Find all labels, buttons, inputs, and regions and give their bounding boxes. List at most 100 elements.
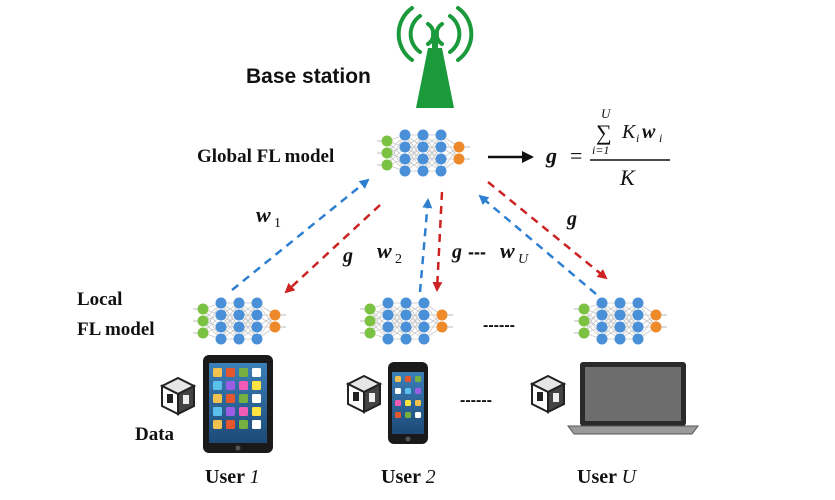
net-node xyxy=(453,141,465,153)
net-edge xyxy=(422,134,442,172)
app-icon xyxy=(395,388,401,394)
app-icon xyxy=(226,368,235,377)
net-node xyxy=(233,297,245,309)
app-icon xyxy=(415,412,421,418)
net-node xyxy=(418,297,430,309)
net-node xyxy=(596,309,608,321)
net-node xyxy=(364,303,376,315)
net-node xyxy=(382,309,394,321)
net-node xyxy=(596,333,608,345)
net-node xyxy=(632,297,644,309)
app-icon xyxy=(415,376,421,382)
net-node xyxy=(382,321,394,333)
formula-lhs: g xyxy=(545,143,557,168)
app-icon xyxy=(252,381,261,390)
net-edge xyxy=(405,302,425,340)
link-wu-sub: U xyxy=(518,252,529,267)
net-node xyxy=(399,165,411,177)
net-node xyxy=(614,321,626,333)
antenna-tower-icon xyxy=(416,36,454,108)
svg-text:User 1: User 1 xyxy=(205,466,260,488)
net-node xyxy=(382,297,394,309)
net-node xyxy=(417,141,429,153)
net-node xyxy=(215,297,227,309)
net-node xyxy=(215,333,227,345)
global-fl-model-network xyxy=(377,129,470,177)
app-icon xyxy=(239,381,248,390)
data-cube-icon xyxy=(529,374,567,414)
net-node xyxy=(453,153,465,165)
net-node xyxy=(382,333,394,345)
net-node xyxy=(251,297,263,309)
app-icon xyxy=(239,420,248,429)
download-arrow-user-1 xyxy=(284,204,381,294)
net-node xyxy=(614,333,626,345)
app-icon xyxy=(405,388,411,394)
app-icon xyxy=(213,381,222,390)
formula-sum-bottom: i=1 xyxy=(592,143,609,157)
app-icon xyxy=(415,400,421,406)
net-edge xyxy=(387,302,407,340)
formula-numerator-k-sub: i xyxy=(636,131,639,145)
download-arrow-user-2 xyxy=(432,191,444,292)
net-node xyxy=(400,309,412,321)
user-label-u-index: U xyxy=(622,466,638,488)
user-label-2: User 2 xyxy=(381,466,436,488)
app-icon xyxy=(213,368,222,377)
app-icon xyxy=(415,388,421,394)
app-icon xyxy=(226,420,235,429)
link-label-wu: w U xyxy=(500,238,529,267)
neural-network-models xyxy=(193,129,667,345)
app-icon xyxy=(213,407,222,416)
app-icon xyxy=(405,412,411,418)
upload-arrow-user-u xyxy=(478,194,597,295)
net-node xyxy=(381,159,393,171)
app-icon xyxy=(226,407,235,416)
formula-denominator: K xyxy=(619,165,636,190)
net-node xyxy=(632,321,644,333)
app-icon xyxy=(239,368,248,377)
net-edge xyxy=(238,302,258,340)
app-icon xyxy=(395,376,401,382)
link-wu-base: w xyxy=(500,238,515,263)
net-node xyxy=(381,147,393,159)
local-fl-model-network-user-1 xyxy=(193,297,286,345)
app-icon xyxy=(395,400,401,406)
link-label-w2: w 2 xyxy=(377,238,402,267)
net-node xyxy=(435,165,447,177)
net-edge xyxy=(220,302,240,340)
link-label-w1: w 1 xyxy=(256,202,281,231)
local-model-label-line2: FL model xyxy=(77,319,155,340)
user-label-1-index: 1 xyxy=(250,466,260,488)
link-w1-sub: 1 xyxy=(274,216,281,231)
link-w1-base: w xyxy=(256,202,271,227)
net-node xyxy=(233,333,245,345)
download-arrow-user-u xyxy=(487,181,608,280)
net-node xyxy=(578,315,590,327)
app-icon xyxy=(213,420,222,429)
net-node xyxy=(436,321,448,333)
net-node xyxy=(650,321,662,333)
net-node xyxy=(418,333,430,345)
app-icon xyxy=(252,368,261,377)
user-label-2-prefix: User xyxy=(381,466,426,488)
net-node xyxy=(435,141,447,153)
net-node xyxy=(364,327,376,339)
data-cube-icon xyxy=(345,374,383,414)
net-edge xyxy=(404,134,424,172)
upload-arrow-user-2 xyxy=(418,198,433,293)
net-node xyxy=(400,297,412,309)
net-node xyxy=(399,129,411,141)
user-label-1: User 1 xyxy=(205,466,260,488)
net-node xyxy=(596,321,608,333)
devices-ellipsis: ------ xyxy=(460,392,492,409)
formula-sum-top: U xyxy=(601,106,612,121)
formula-numerator-w: w xyxy=(642,121,656,143)
net-node xyxy=(400,321,412,333)
net-node xyxy=(418,309,430,321)
net-node xyxy=(197,303,209,315)
user-label-2-index: 2 xyxy=(426,466,436,488)
net-node xyxy=(399,141,411,153)
local-fl-model-network-user-2 xyxy=(360,297,453,345)
